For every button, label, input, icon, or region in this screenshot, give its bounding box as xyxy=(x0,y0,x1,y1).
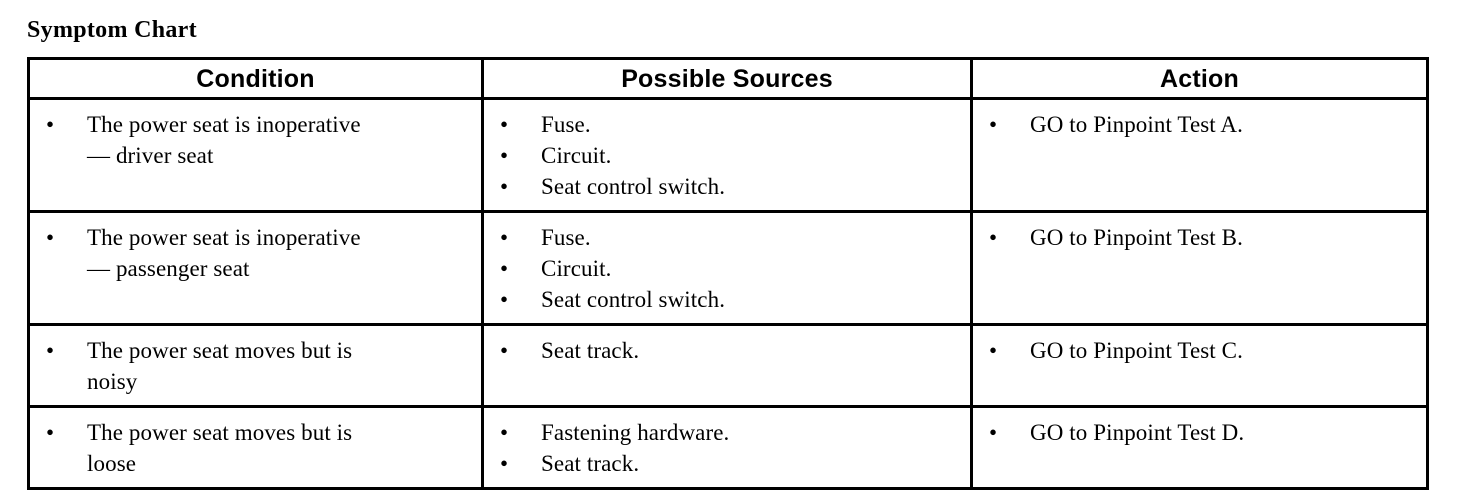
condition-line-1: The power seat is inoperative xyxy=(87,225,361,250)
table-row: • The power seat moves but is noisy • Se… xyxy=(27,323,1429,408)
source-text: Fuse. xyxy=(541,225,591,250)
action-text: GO to Pinpoint Test B. xyxy=(1030,225,1243,250)
condition-bullet-list: • The power seat moves but is loose xyxy=(30,417,475,479)
possible-sources-cell: • Seat track. xyxy=(481,323,973,408)
page-title: Symptom Chart xyxy=(27,17,197,43)
condition-line-1: The power seat moves but is xyxy=(87,338,353,363)
list-item: • Fastening hardware. xyxy=(484,417,964,448)
sources-bullet-list: • Seat track. xyxy=(484,335,964,366)
table-header-row: Condition Possible Sources Action xyxy=(27,57,1429,100)
list-item: • GO to Pinpoint Test D. xyxy=(973,417,1420,448)
possible-sources-cell: • Fastening hardware. • Seat track. xyxy=(481,405,973,490)
condition-bullet-list: • The power seat is inoperative — passen… xyxy=(30,222,475,284)
column-header-action: Action xyxy=(970,57,1429,100)
list-item: • Circuit. xyxy=(484,253,964,284)
list-item: • The power seat is inoperative — driver… xyxy=(30,109,475,171)
action-cell: • GO to Pinpoint Test D. xyxy=(970,405,1429,490)
source-text: Circuit. xyxy=(541,143,612,168)
possible-sources-cell: • Fuse. • Circuit. • Seat control switch… xyxy=(481,97,973,213)
bullet-icon: • xyxy=(989,112,998,137)
condition-cell: • The power seat moves but is noisy xyxy=(27,323,484,408)
list-item: • Fuse. xyxy=(484,109,964,140)
action-bullet-list: • GO to Pinpoint Test D. xyxy=(973,417,1420,448)
bullet-icon: • xyxy=(500,143,509,168)
list-item: • Seat track. xyxy=(484,335,964,366)
action-text: GO to Pinpoint Test A. xyxy=(1030,112,1243,137)
action-text: GO to Pinpoint Test D. xyxy=(1030,420,1245,445)
bullet-icon: • xyxy=(46,338,55,363)
bullet-icon: • xyxy=(500,112,509,137)
table-row: • The power seat moves but is loose • Fa… xyxy=(27,405,1429,490)
source-text: Seat control switch. xyxy=(541,287,726,312)
source-text: Seat control switch. xyxy=(541,174,726,199)
bullet-icon: • xyxy=(989,225,998,250)
bullet-icon: • xyxy=(989,420,998,445)
source-text: Fuse. xyxy=(541,112,591,137)
bullet-icon: • xyxy=(500,451,509,476)
list-item: • The power seat moves but is noisy xyxy=(30,335,475,397)
bullet-icon: • xyxy=(46,112,55,137)
action-bullet-list: • GO to Pinpoint Test A. xyxy=(973,109,1420,140)
list-item: • Circuit. xyxy=(484,140,964,171)
bullet-icon: • xyxy=(500,174,509,199)
action-cell: • GO to Pinpoint Test C. xyxy=(970,323,1429,408)
bullet-icon: • xyxy=(500,287,509,312)
action-bullet-list: • GO to Pinpoint Test B. xyxy=(973,222,1420,253)
list-item: • Seat control switch. xyxy=(484,284,964,315)
table-row: • The power seat is inoperative — driver… xyxy=(27,97,1429,213)
condition-line-2: — driver seat xyxy=(87,143,214,168)
sources-bullet-list: • Fuse. • Circuit. • Seat control switch… xyxy=(484,109,964,202)
table-row: • The power seat is inoperative — passen… xyxy=(27,210,1429,326)
condition-bullet-list: • The power seat moves but is noisy xyxy=(30,335,475,397)
bullet-icon: • xyxy=(500,256,509,281)
column-header-condition: Condition xyxy=(27,57,484,100)
condition-line-1: The power seat is inoperative xyxy=(87,112,361,137)
condition-cell: • The power seat is inoperative — driver… xyxy=(27,97,484,213)
bullet-icon: • xyxy=(500,225,509,250)
action-text: GO to Pinpoint Test C. xyxy=(1030,338,1243,363)
condition-line-2: noisy xyxy=(87,369,138,394)
bullet-icon: • xyxy=(989,338,998,363)
action-cell: • GO to Pinpoint Test A. xyxy=(970,97,1429,213)
source-text: Circuit. xyxy=(541,256,612,281)
action-bullet-list: • GO to Pinpoint Test C. xyxy=(973,335,1420,366)
list-item: • GO to Pinpoint Test A. xyxy=(973,109,1420,140)
column-header-possible-sources: Possible Sources xyxy=(481,57,973,100)
symptom-chart-table: Condition Possible Sources Action • The … xyxy=(27,57,1429,490)
possible-sources-cell: • Fuse. • Circuit. • Seat control switch… xyxy=(481,210,973,326)
bullet-icon: • xyxy=(46,225,55,250)
list-item: • The power seat moves but is loose xyxy=(30,417,475,479)
condition-cell: • The power seat is inoperative — passen… xyxy=(27,210,484,326)
bullet-icon: • xyxy=(500,338,509,363)
list-item: • GO to Pinpoint Test C. xyxy=(973,335,1420,366)
condition-line-1: The power seat moves but is xyxy=(87,420,353,445)
list-item: • GO to Pinpoint Test B. xyxy=(973,222,1420,253)
list-item: • The power seat is inoperative — passen… xyxy=(30,222,475,284)
source-text: Fastening hardware. xyxy=(541,420,730,445)
condition-line-2: — passenger seat xyxy=(87,256,250,281)
list-item: • Seat control switch. xyxy=(484,171,964,202)
sources-bullet-list: • Fuse. • Circuit. • Seat control switch… xyxy=(484,222,964,315)
condition-bullet-list: • The power seat is inoperative — driver… xyxy=(30,109,475,171)
sources-bullet-list: • Fastening hardware. • Seat track. xyxy=(484,417,964,479)
list-item: • Seat track. xyxy=(484,448,964,479)
action-cell: • GO to Pinpoint Test B. xyxy=(970,210,1429,326)
source-text: Seat track. xyxy=(541,338,640,363)
bullet-icon: • xyxy=(500,420,509,445)
bullet-icon: • xyxy=(46,420,55,445)
source-text: Seat track. xyxy=(541,451,640,476)
condition-line-2: loose xyxy=(87,451,137,476)
list-item: • Fuse. xyxy=(484,222,964,253)
condition-cell: • The power seat moves but is loose xyxy=(27,405,484,490)
